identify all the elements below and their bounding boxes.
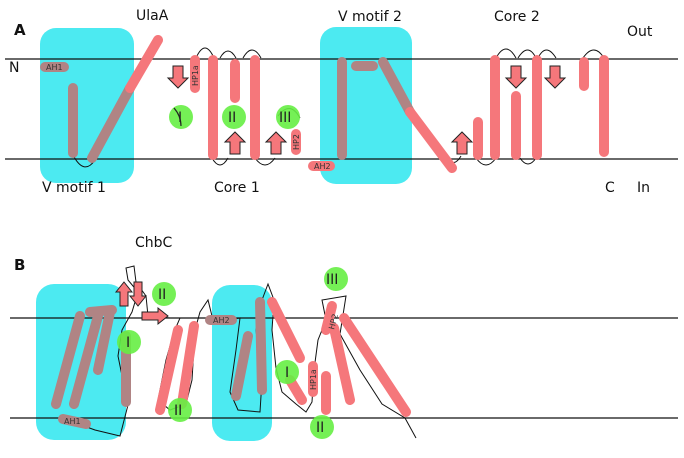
site-b-2a-label: II [158,287,166,303]
panel-a: A UlaA V motif 2 Core 2 Out N V motif 1 … [5,8,678,196]
helix-b-2 [69,311,103,409]
hp2-label-a: HP2 [292,134,301,150]
site-b-2c-label: I [285,365,289,381]
helix-a-v1-diag [87,83,135,163]
site-b-2c-circle [275,360,299,384]
arrows-b [114,281,169,326]
panel-b: B ChbC AH1 AH2 HP1a HP2 II I II III I II [10,235,678,441]
helices-a [40,35,609,173]
in-label: In [637,180,650,196]
panel-a-letter: A [14,21,26,39]
helix-b-4 [93,307,115,375]
protein-label-b: ChbC [135,235,173,251]
arrow-right-b-1 [141,306,169,326]
helix-b-10 [267,297,305,363]
protein-label-a: UlaA [136,8,169,24]
arrow-up-a-3 [450,131,474,155]
v-motif-2-box [320,27,412,184]
hp1a-label-b: HP1a [309,369,318,390]
arrow-up-a-2 [264,131,288,155]
site-b-1-label: I [126,335,130,351]
site-b-2d-circle [310,415,334,439]
hp1a-label-a: HP1a [191,65,200,86]
helix-a-v1-diag-out [125,35,163,93]
c-term-label: C [605,180,615,196]
helix-b-7 [177,321,199,409]
arrow-down-a-3 [543,65,567,89]
out-label: Out [627,24,653,40]
helix-b-14 [329,323,355,405]
core-2-label: Core 2 [494,9,540,25]
helix-b-11 [285,375,307,405]
site-b-2a-circle [152,282,176,306]
ah1-label-a: AH1 [46,63,63,72]
panel-b-letter: B [14,256,25,274]
site-a-1-label: I [178,110,182,126]
core-1-label: Core 1 [214,180,260,196]
site-b-2b-label: II [174,403,182,419]
site-a-2-circle [222,105,246,129]
ah2-label-a: AH2 [314,162,331,171]
ah2-label-b: AH2 [213,316,230,325]
site-b-2d-label: II [316,420,324,436]
arrow-up-b-1 [114,281,134,307]
site-b-3-circle [324,267,348,291]
helix-b-8 [231,331,253,401]
site-a-3-circle [276,105,300,129]
helix-b-13 [339,313,411,417]
site-b-1-circle [117,330,141,354]
site-a-1-circle [169,105,193,129]
helix-b-hp2 [321,301,337,335]
helix-b-1 [51,311,85,409]
arrow-up-a-1 [223,131,247,155]
site-a-3-label: III [279,110,291,126]
helix-b-9 [255,297,267,395]
arrow-down-a-2 [504,65,528,89]
helix-a-v2-diag-out [405,107,457,173]
site-b-3-label: III [326,272,338,288]
v-motif-2-label: V motif 2 [338,9,402,25]
ah1-label-b: AH1 [64,417,81,426]
hp2-label-b: HP2 [327,313,340,331]
arrows-a [166,65,567,155]
helix-b-6 [155,325,183,415]
site-a-2-label: II [228,110,236,126]
v-motif-1-label: V motif 1 [42,180,106,196]
site-b-2b-circle [168,398,192,422]
helix-b-ah1 [58,414,91,429]
helix-a-v2-diag [378,57,415,117]
n-term-label: N [9,60,19,76]
arrow-down-a-1 [166,65,190,89]
arrow-down-b-1 [128,281,148,307]
